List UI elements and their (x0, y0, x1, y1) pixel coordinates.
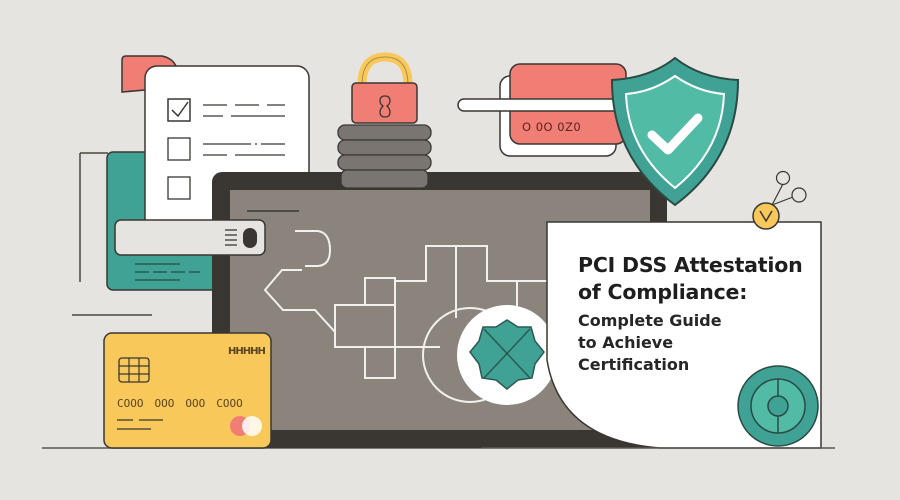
red-card-icon (457, 63, 629, 157)
badge-icon (457, 305, 557, 405)
card-number: COOO OOO OOO COOO (117, 397, 243, 410)
shield-check-icon (610, 56, 740, 207)
credit-card-icon (103, 332, 272, 449)
padlock-icon (337, 52, 432, 189)
hero-title-line2: of Compliance: (578, 280, 748, 304)
red-card-number: O 0O 0Z0 (522, 120, 582, 134)
hero-title-block: PCI DSS Attestation of Compliance: Compl… (578, 252, 818, 376)
hero-subtitle-line1: Complete Guide (578, 311, 722, 330)
hero-title-line1: PCI DSS Attestation (578, 253, 803, 277)
card-number-group: OOO (185, 397, 206, 410)
slide-card (114, 219, 266, 256)
card-number-group: OOO (154, 397, 175, 410)
hero-subtitle-line2: to Achieve (578, 333, 674, 352)
target-icon (737, 365, 819, 447)
card-number-group: COOO (117, 397, 144, 410)
pin-badge-icon (752, 170, 807, 230)
hero-subtitle-line3: Certification (578, 355, 690, 374)
card-number-group: COOO (216, 397, 243, 410)
card-barcode: HHHHH (228, 346, 266, 357)
